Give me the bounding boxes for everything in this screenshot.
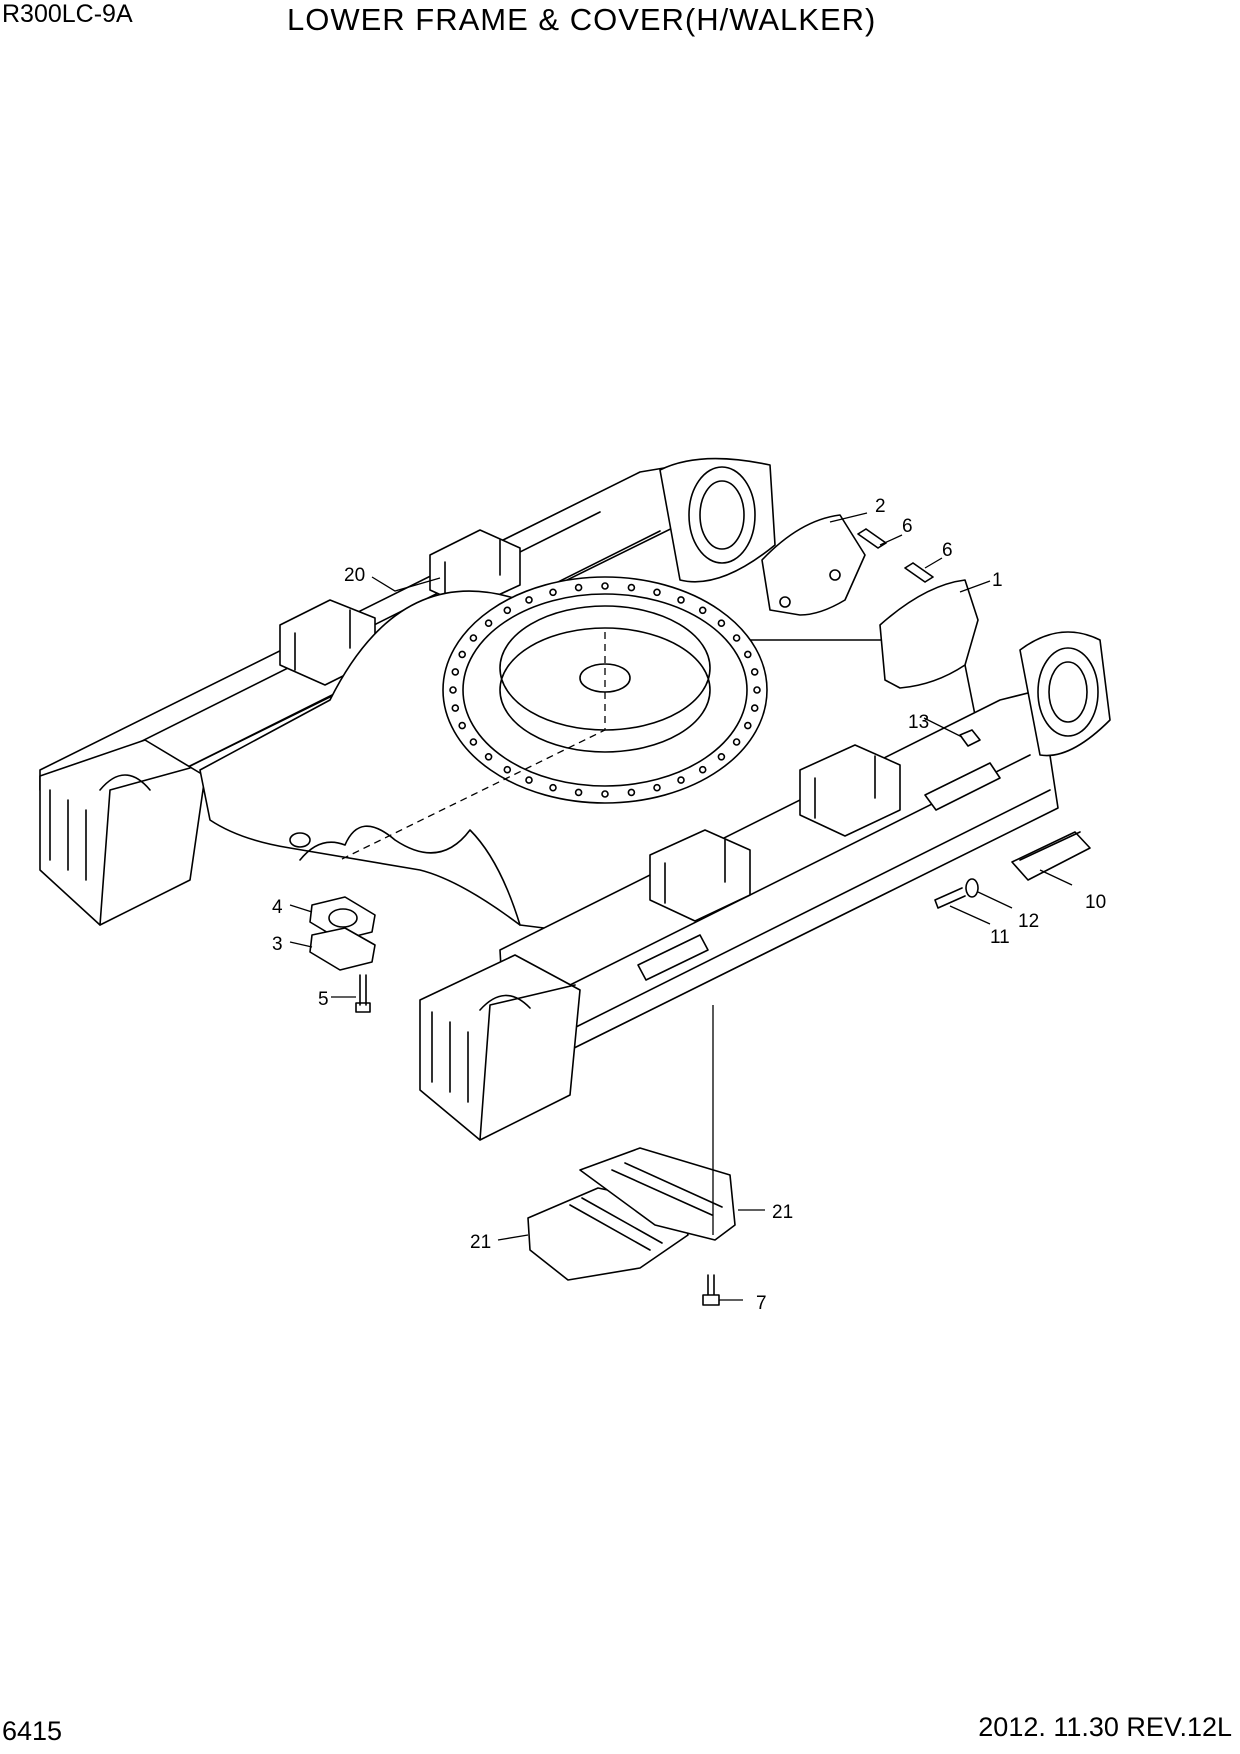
bolt-hole [484, 619, 493, 628]
bolt-hole [451, 668, 460, 676]
page-number: 6415 [2, 1716, 63, 1746]
callout-10: 10 [1085, 892, 1106, 913]
bolt-hole [743, 650, 752, 659]
bolt-hole [698, 606, 707, 615]
bolt-hole [525, 776, 533, 784]
bolt-hole [750, 704, 759, 712]
bolt-hole [503, 765, 512, 774]
plate-4 [309, 896, 376, 941]
center-body [199, 576, 981, 931]
bolt-hole [469, 738, 478, 746]
callout-5: 5 [318, 989, 329, 1010]
bolt-hole [525, 596, 533, 604]
bolt-hole [458, 650, 467, 659]
bolt-hole [750, 668, 759, 676]
leader-lines [289, 512, 1073, 1301]
bolt-hole [503, 606, 512, 615]
bolt-hole [753, 686, 761, 694]
bolt-hole [469, 634, 478, 642]
bolt-7 [702, 1274, 720, 1306]
bolt-hole [743, 721, 752, 730]
bolt-11 [934, 887, 966, 909]
bolt-hole [458, 721, 467, 730]
callout-21a: 21 [772, 1202, 793, 1223]
callout-1: 1 [992, 570, 1003, 591]
bolt-6b [904, 562, 934, 583]
bolt-hole [653, 588, 661, 597]
callout-6b: 6 [942, 540, 953, 561]
bolt-hole [574, 583, 583, 592]
callout-11: 11 [990, 927, 1010, 948]
nut-13 [959, 729, 981, 747]
callout-2: 2 [875, 496, 886, 517]
cover-plate-1 [879, 579, 979, 689]
callout-7: 7 [756, 1293, 767, 1314]
bolt-hole [484, 752, 493, 761]
revision-date: 2012. 11.30 REV.12L [978, 1712, 1232, 1742]
bolt-hole [653, 783, 661, 792]
left-track-frame [39, 457, 776, 926]
bolt-5 [355, 974, 371, 1013]
bolt-hole [698, 765, 707, 774]
gasket-3 [309, 927, 376, 971]
bolt-hole [601, 790, 609, 798]
model-code: R300LC-9A [2, 0, 133, 28]
cover-plate-2 [761, 514, 866, 616]
bolt-hole [717, 619, 726, 628]
bolt-6a [857, 528, 887, 549]
callout-4: 4 [272, 897, 283, 918]
bolt-hole [601, 582, 609, 590]
washer-12 [965, 878, 979, 898]
callout-20: 20 [344, 565, 365, 586]
bolt-hole [627, 583, 636, 592]
step-10 [637, 762, 1091, 981]
bolt-hole [574, 788, 583, 797]
bolt-hole [732, 634, 741, 642]
callout-13: 13 [908, 712, 929, 733]
callout-6a: 6 [902, 516, 913, 537]
bolt-hole [717, 752, 726, 761]
bolt-hole [677, 596, 685, 604]
bolt-hole [627, 788, 636, 797]
bolt-hole [549, 783, 557, 792]
bolt-hole [732, 738, 741, 746]
callout-21b: 21 [470, 1232, 491, 1253]
callout-12: 12 [1018, 911, 1039, 932]
bolt-hole [677, 776, 685, 784]
bolt-hole [449, 686, 457, 694]
bolt-hole [549, 588, 557, 597]
under-cover-21 [527, 1147, 736, 1281]
callout-3: 3 [272, 934, 283, 955]
diagram-title: LOWER FRAME & COVER(H/WALKER) [287, 2, 877, 37]
bolt-hole [451, 704, 460, 712]
